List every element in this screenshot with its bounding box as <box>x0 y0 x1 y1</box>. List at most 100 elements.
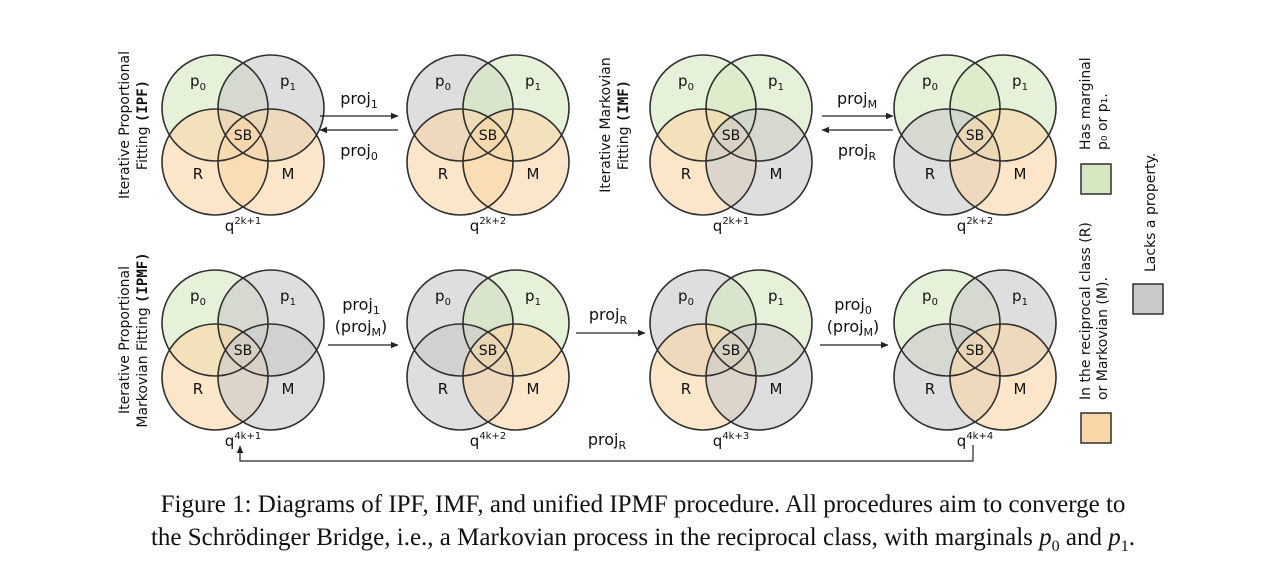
label-m: M <box>1014 380 1027 398</box>
circle-outline <box>949 54 1057 162</box>
circle-outline <box>649 323 757 431</box>
arrow-imf-forward-label: projM <box>837 89 877 111</box>
label-sb: SB <box>722 128 741 144</box>
q-iterate-label: q4k+1 <box>225 431 261 450</box>
arrow-ipmf-1-paren: (projM) <box>335 317 388 339</box>
imf-method-label-2: Fitting (IMF) <box>616 80 632 170</box>
circle-outline <box>462 323 570 431</box>
label-p0: p0 <box>190 72 206 93</box>
label-r: R <box>925 380 935 398</box>
label-sb: SB <box>479 128 498 144</box>
q-iterate-label: q4k+3 <box>713 431 749 450</box>
label-r: R <box>438 380 448 398</box>
circle-m <box>463 109 569 215</box>
arrow-ipmf-loop-label: projR <box>588 430 627 452</box>
circle-outline <box>217 54 325 162</box>
caption-line-2: the Schrödinger Bridge, i.e., a Markovia… <box>150 524 1136 555</box>
label-sb: SB <box>722 343 741 359</box>
circle-outline <box>705 323 813 431</box>
label-p0: p0 <box>922 287 938 308</box>
circle-outline <box>217 323 325 431</box>
q-iterate-label: q2k+1 <box>713 216 749 235</box>
label-r: R <box>681 165 691 183</box>
circle-outline <box>161 54 269 162</box>
legend-green-swatch <box>1080 163 1112 195</box>
figure-caption: Figure 1: Diagrams of IPF, IMF, and unif… <box>0 488 1286 563</box>
label-m: M <box>282 165 295 183</box>
circle-outline <box>949 108 1057 216</box>
circle-m <box>950 324 1056 430</box>
label-sb: SB <box>234 128 253 144</box>
circle-outline <box>406 108 514 216</box>
circle-outline <box>705 54 813 162</box>
circle-m <box>218 109 324 215</box>
legend-gray-text: Lacks a property. <box>1143 153 1159 272</box>
label-r: R <box>193 380 203 398</box>
circle-outline <box>649 54 757 162</box>
circle-outline <box>406 323 514 431</box>
label-m: M <box>770 165 783 183</box>
label-p0: p0 <box>435 72 451 93</box>
label-sb: SB <box>234 343 253 359</box>
ipf-method-label: Iterative Proportional <box>117 51 133 199</box>
legend-gray-swatch <box>1132 283 1164 315</box>
label-p0: p0 <box>678 287 694 308</box>
circle-outline <box>649 269 757 377</box>
label-p1: p1 <box>525 72 541 93</box>
ipf-method-label-2: Fitting (IPF) <box>135 80 151 170</box>
arrow-ipf-back-label: proj0 <box>340 141 378 163</box>
circle-outline <box>462 108 570 216</box>
q-iterate-label: q2k+1 <box>225 216 261 235</box>
venn-imf-a: p0 p1R M SB q2k+1 <box>649 54 813 235</box>
label-sb: SB <box>966 343 985 359</box>
arrow-ipf-forward-label: proj1 <box>340 89 378 111</box>
circle-outline <box>649 108 757 216</box>
label-r: R <box>925 165 935 183</box>
label-r: R <box>193 165 203 183</box>
label-r: R <box>681 380 691 398</box>
arrow-ipmf-3-paren: (projM) <box>827 317 880 339</box>
label-m: M <box>770 380 783 398</box>
label-sb: SB <box>479 343 498 359</box>
arrow-ipmf-1-label: proj1 <box>342 295 380 317</box>
circle-outline <box>705 269 813 377</box>
label-p1: p1 <box>280 72 296 93</box>
circle-outline <box>161 108 269 216</box>
circle-outline <box>217 269 325 377</box>
q-iterate-label: q4k+2 <box>470 431 506 450</box>
label-m: M <box>1014 165 1027 183</box>
venn-ipf-a: p0 p1R M SB q2k+1 <box>161 54 325 235</box>
legend-orange-text-2: or Markovian (M). <box>1095 277 1111 400</box>
arrow-ipmf-2-label: projR <box>589 305 628 327</box>
label-p0: p0 <box>678 72 694 93</box>
arrow-ipmf-3-label: proj0 <box>834 295 872 317</box>
legend-orange-text-1: In the reciprocal class (R) <box>1078 222 1094 400</box>
circle-outline <box>893 269 1001 377</box>
legend-green-text-2: p₀ or p₁. <box>1095 93 1111 150</box>
ipmf-method-label: Iterative Proportional <box>117 266 133 414</box>
q-iterate-label: q2k+2 <box>470 216 506 235</box>
label-m: M <box>527 380 540 398</box>
imf-method-label: Iterative Markovian <box>598 57 614 193</box>
label-p0: p0 <box>190 287 206 308</box>
label-r: R <box>438 165 448 183</box>
label-p1: p1 <box>1012 287 1028 308</box>
caption-line-1: Figure 1: Diagrams of IPF, IMF, and unif… <box>160 491 1126 518</box>
circle-m <box>218 324 324 430</box>
circle-outline <box>893 108 1001 216</box>
circle-outline <box>949 269 1057 377</box>
circle-m <box>706 109 812 215</box>
label-p1: p1 <box>525 287 541 308</box>
label-p1: p1 <box>768 72 784 93</box>
circle-outline <box>893 54 1001 162</box>
legend-orange-swatch <box>1080 412 1112 444</box>
circle-outline <box>406 269 514 377</box>
arrow-imf-back-label: projR <box>838 141 877 163</box>
label-m: M <box>527 165 540 183</box>
label-p0: p0 <box>922 72 938 93</box>
circle-outline <box>705 108 813 216</box>
